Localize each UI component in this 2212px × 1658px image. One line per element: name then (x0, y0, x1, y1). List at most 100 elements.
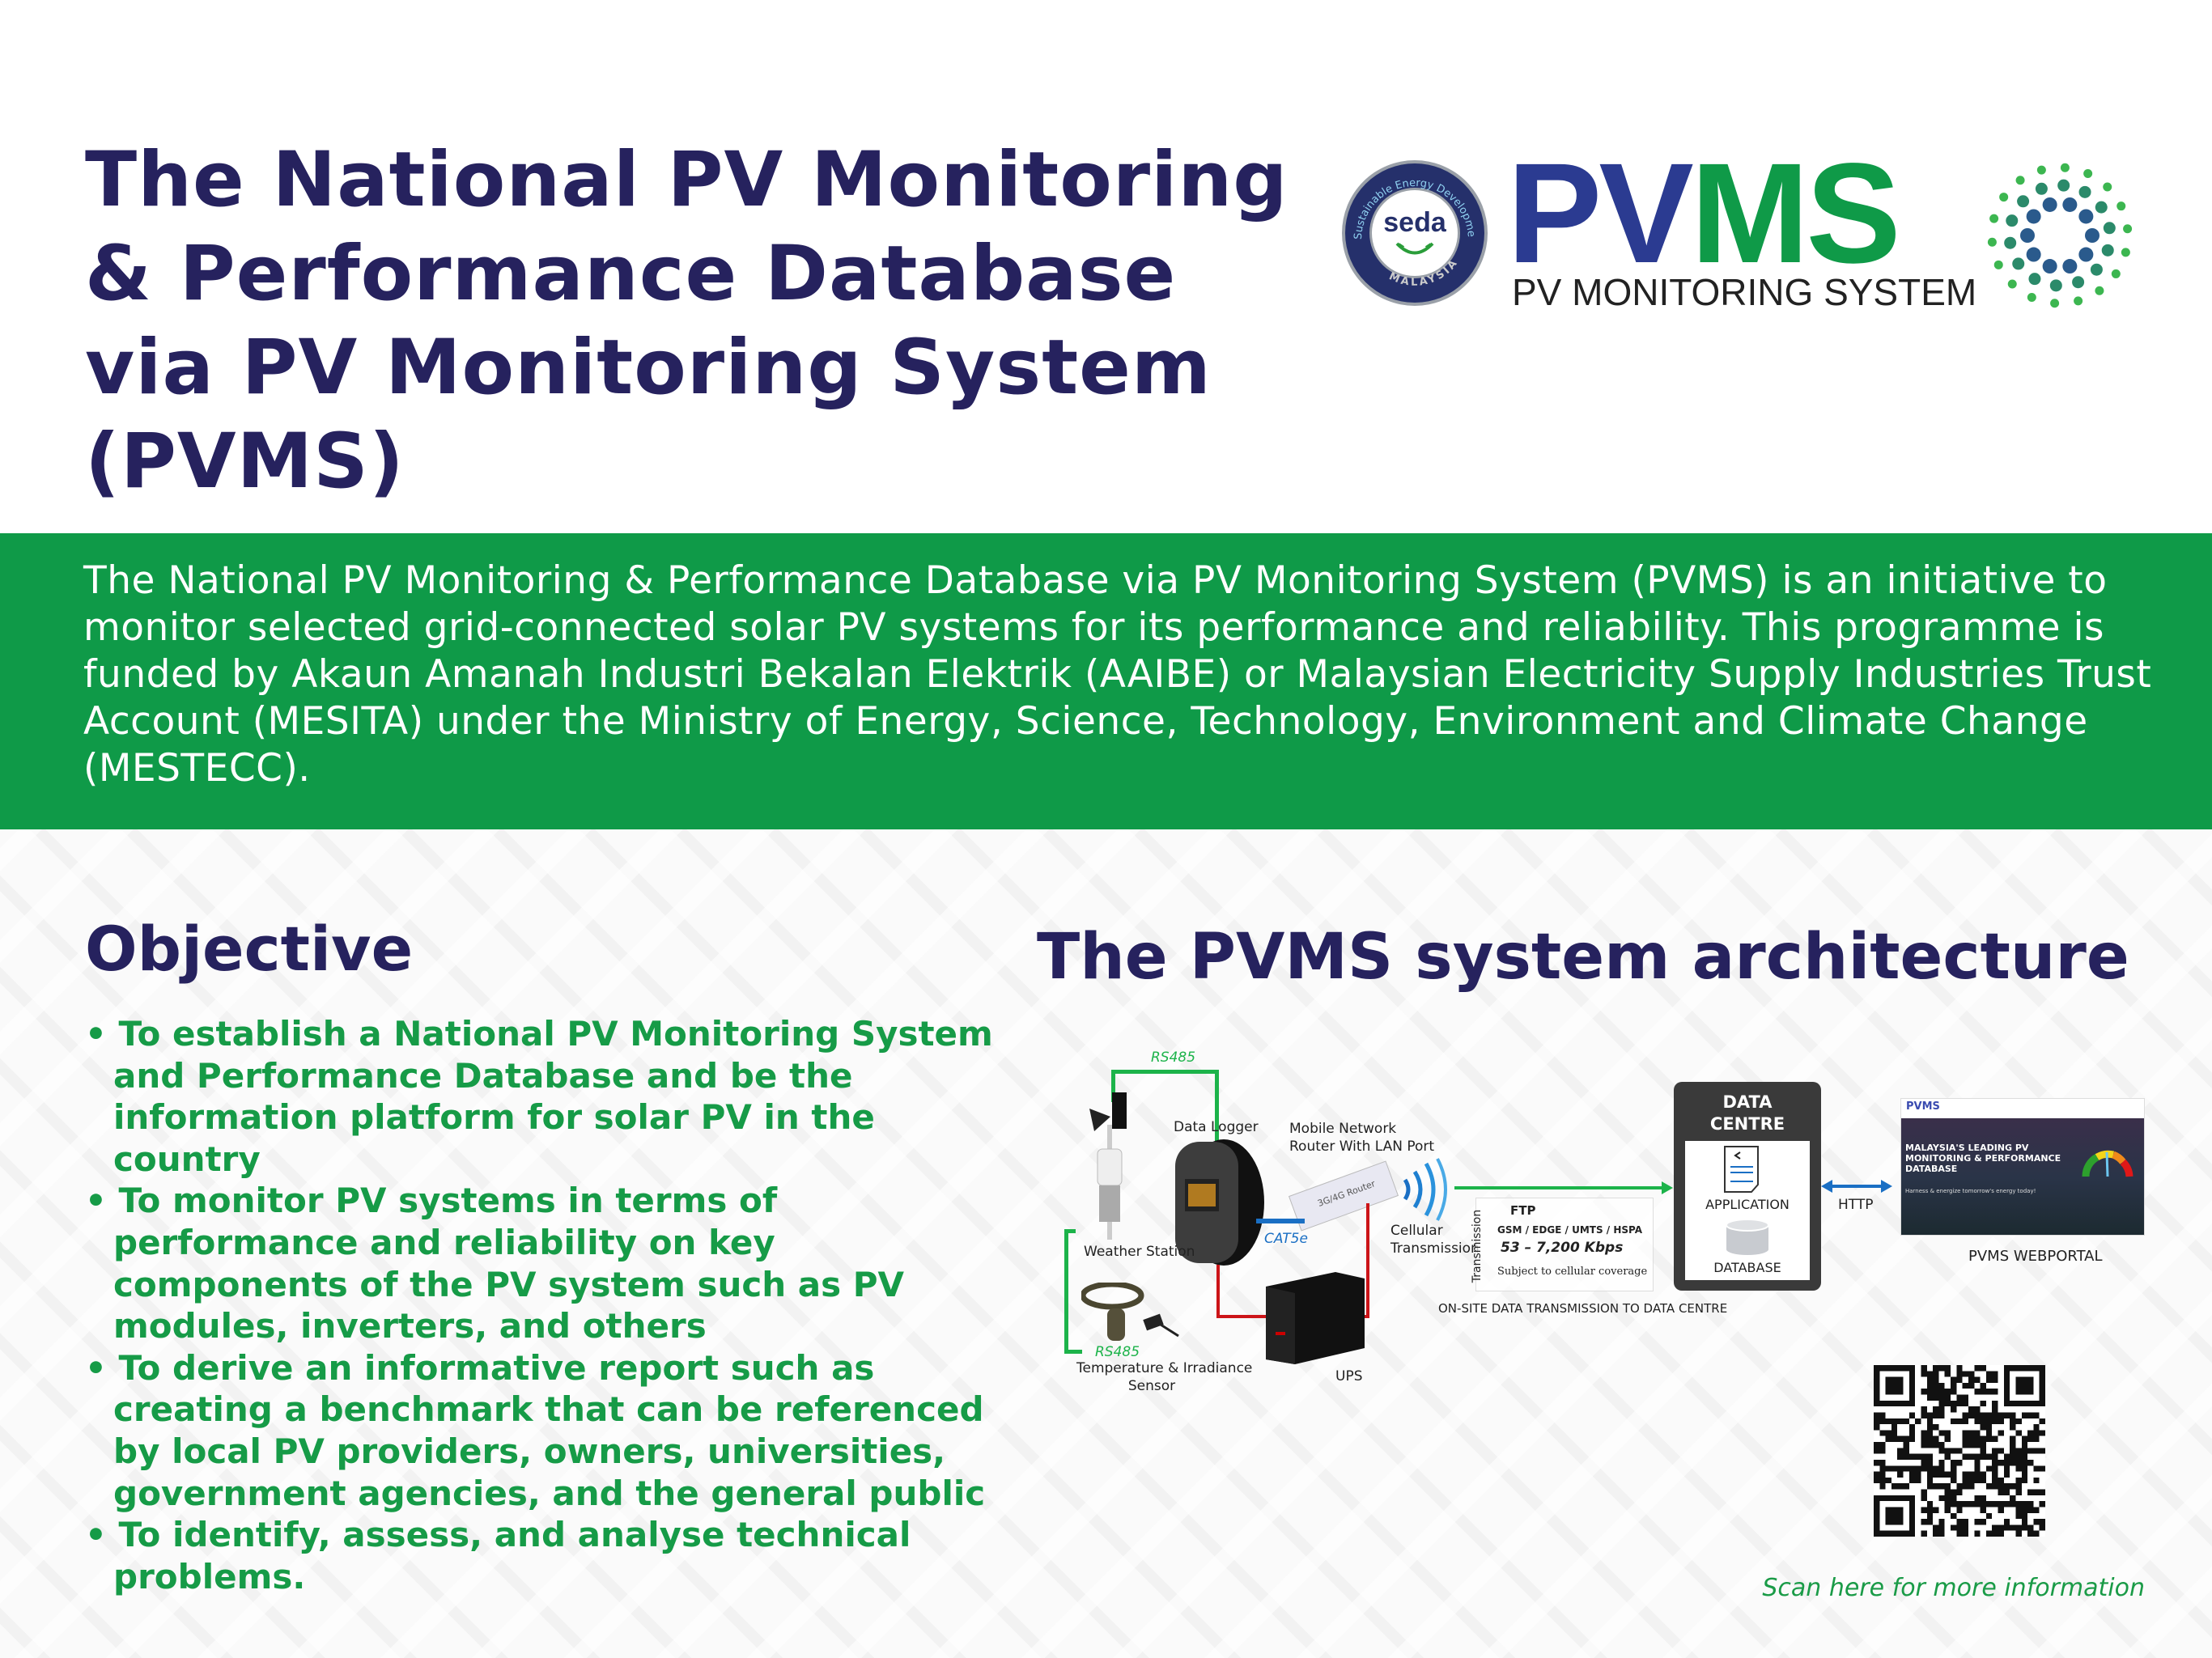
qr-module (1926, 1453, 1934, 1460)
qr-module (1885, 1507, 1904, 1525)
logo-dot (2121, 248, 2130, 257)
logo-dot (2090, 263, 2103, 276)
logo-dot (1999, 193, 2009, 202)
qr-module (1980, 1389, 1986, 1395)
qr-module (1926, 1412, 1934, 1418)
qr-module (1926, 1442, 1934, 1448)
qr-module (2010, 1424, 2016, 1431)
qr-module (1985, 1389, 1993, 1395)
qr-module (1985, 1430, 1993, 1436)
qr-module (1956, 1507, 1963, 1513)
qr-module (2003, 1489, 2010, 1495)
qr-module (2015, 1530, 2022, 1537)
logo-dot (2015, 176, 2025, 185)
qr-module (1908, 1471, 1916, 1478)
rs485-line (1215, 1070, 1219, 1143)
qr-module (1921, 1365, 1927, 1372)
qr-module (1944, 1495, 1951, 1502)
qr-module (1968, 1471, 1975, 1478)
qr-module (1944, 1448, 1951, 1454)
qr-module (2015, 1501, 2022, 1507)
qr-module (1897, 1435, 1904, 1443)
qr-module (2015, 1418, 2022, 1425)
qr-module (1985, 1412, 1993, 1418)
qr-module (1926, 1430, 1934, 1436)
webportal-brand: PVMS (1906, 1100, 1940, 1113)
qr-module (2033, 1477, 2040, 1484)
qr-module (1879, 1465, 1886, 1472)
qr-module (1974, 1389, 1981, 1395)
qr-module (1938, 1530, 1945, 1537)
qr-module (1985, 1530, 1993, 1537)
logo-dot (2049, 279, 2062, 292)
qr-module (1962, 1430, 1968, 1436)
qr-module (2039, 1524, 2045, 1531)
qr-module (1938, 1406, 1945, 1413)
qr-module (1944, 1371, 1951, 1377)
qr-module (1956, 1530, 1963, 1537)
qr-module (2039, 1430, 2045, 1436)
qr-module (1926, 1465, 1934, 1472)
qr-module (1944, 1501, 1951, 1507)
qr-module (1897, 1448, 1904, 1454)
qr-module (1944, 1507, 1951, 1513)
qr-module (1879, 1442, 1886, 1448)
qr-module (1926, 1507, 1934, 1513)
logo-dot (2111, 269, 2121, 278)
qr-module (1992, 1389, 1998, 1395)
qr-module (1962, 1435, 1968, 1443)
logo-dot (2101, 244, 2114, 257)
logo-dot (2057, 179, 2070, 192)
qr-module (1933, 1471, 1939, 1478)
qr-module (1938, 1495, 1945, 1502)
qr-module (1921, 1412, 1927, 1418)
qr-module (1938, 1519, 1945, 1525)
qr-module (1885, 1376, 1904, 1395)
qr-module (1874, 1471, 1880, 1478)
qr-module (1968, 1435, 1975, 1443)
qr-module (1992, 1471, 1998, 1478)
qr-module (1974, 1495, 1981, 1502)
qr-module (2021, 1459, 2028, 1466)
qr-module (1962, 1501, 1968, 1507)
logo-dot (2026, 247, 2041, 262)
qr-module (1992, 1435, 1998, 1443)
logo-dot (2036, 165, 2046, 175)
qr-module (1980, 1442, 1986, 1448)
qr-module (2027, 1489, 2034, 1495)
qr-module (2015, 1376, 2034, 1395)
objective-item: To derive an informative report such as … (85, 1347, 1016, 1514)
logo-dot (2042, 259, 2057, 274)
qr-module (1885, 1435, 1891, 1443)
qr-module (1933, 1394, 1939, 1401)
qr-module (1962, 1530, 1968, 1537)
transmission-side-label: Transmission (1471, 1209, 1484, 1283)
qr-module (1962, 1371, 1968, 1377)
qr-module (1992, 1483, 1998, 1490)
ups-icon (1266, 1272, 1365, 1364)
qr-module (1933, 1435, 1939, 1443)
qr-module (1974, 1465, 1981, 1472)
qr-code[interactable] (1874, 1365, 2045, 1537)
qr-module (1985, 1424, 1993, 1431)
qr-module (2003, 1483, 2010, 1490)
qr-module (1874, 1412, 1880, 1418)
qr-module (1926, 1389, 1934, 1395)
qr-module (1903, 1453, 1909, 1460)
qr-module (2039, 1501, 2045, 1507)
qr-module (1933, 1507, 1939, 1513)
qr-module (2021, 1507, 2028, 1513)
logo-dot (2060, 163, 2070, 172)
qr-module (1885, 1465, 1891, 1472)
qr-module (1951, 1382, 1957, 1389)
qr-module (2039, 1489, 2045, 1495)
logo-dot (2042, 197, 2057, 212)
qr-module (1968, 1430, 1975, 1436)
qr-module (1885, 1430, 1891, 1436)
objective-list: To establish a National PV Monitoring Sy… (85, 1013, 1016, 1597)
qr-module (1968, 1477, 1975, 1484)
qr-module (1968, 1382, 1975, 1389)
power-line (1216, 1265, 1220, 1318)
qr-module (1926, 1394, 1934, 1401)
